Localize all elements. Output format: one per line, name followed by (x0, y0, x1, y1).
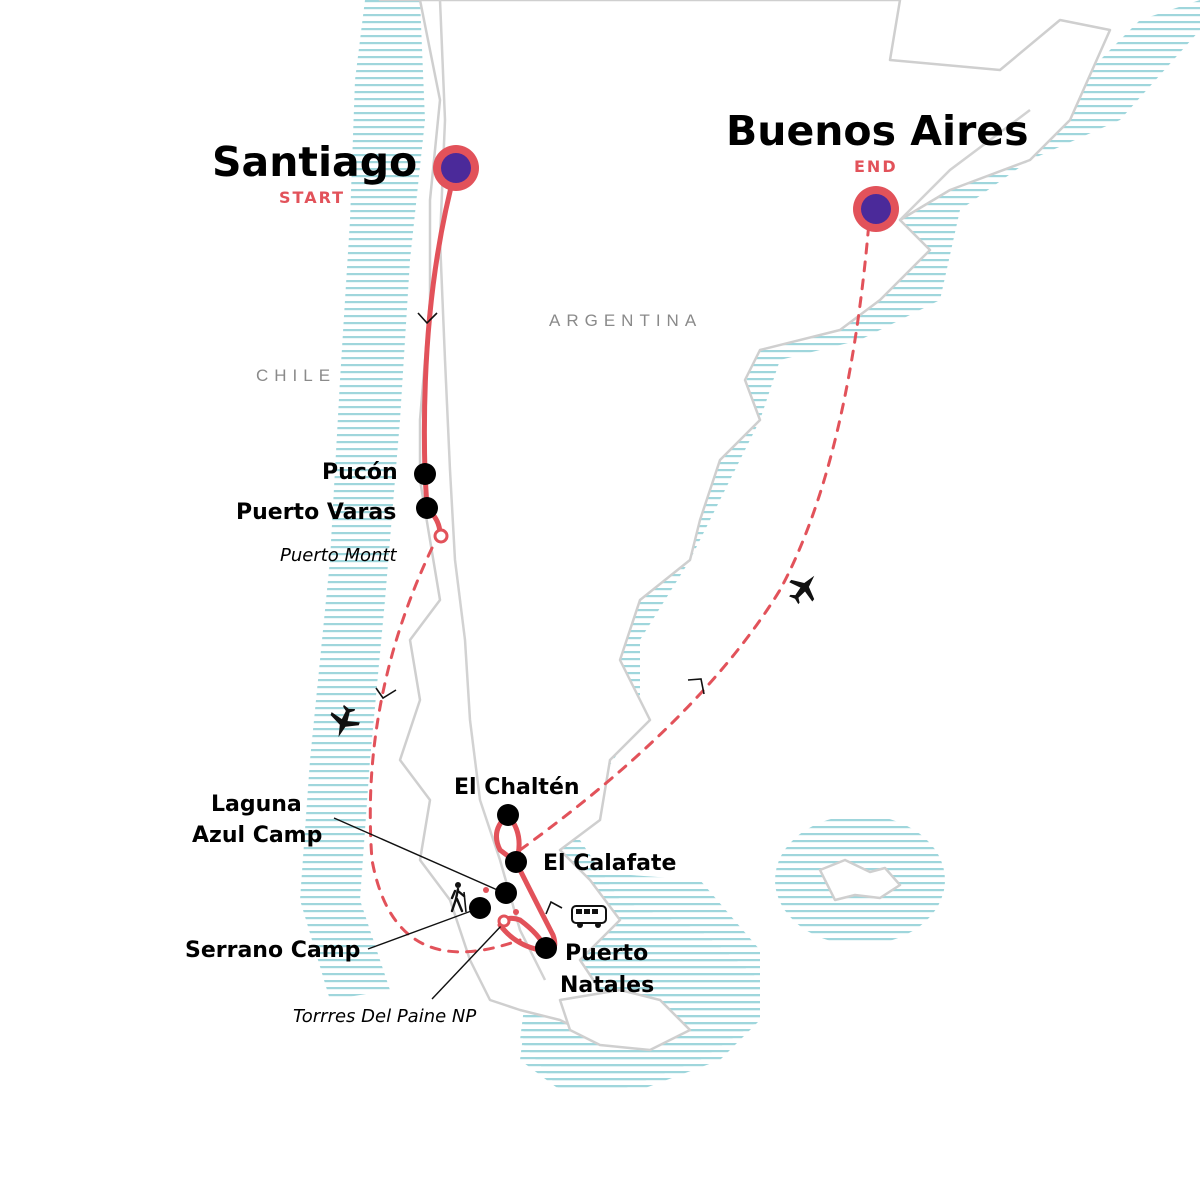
stop-label-laguna-azul-line1: Laguna (211, 792, 302, 817)
airplane-icon (330, 704, 360, 738)
leader-line-torres (431, 924, 503, 1000)
stop-marker-puerto-varas[interactable] (416, 497, 438, 519)
stop-label-puerto-natales-line2: Natales (560, 973, 654, 998)
chevron-down-icon (375, 687, 397, 700)
south-america-land (378, 0, 1112, 1042)
pacific-coast-water (300, 0, 425, 1000)
route-flight-puerto-montt-torres (368, 546, 522, 954)
stop-marker-pucon[interactable] (414, 463, 436, 485)
country-label-argentina: ARGENTINA (549, 311, 702, 330)
stop-label-serrano-camp: Serrano Camp (185, 938, 360, 963)
chevron-down-icon (417, 312, 438, 325)
waypoint-torres-del-paine[interactable] (497, 914, 511, 928)
route-dot (483, 887, 489, 893)
start-city-label: Santiago (212, 138, 417, 186)
country-label-chile: CHILE (256, 366, 336, 385)
end-marker[interactable] (861, 194, 891, 224)
direction-arrows (375, 312, 705, 915)
chevron-up-icon (687, 678, 705, 695)
stop-label-el-calafate: El Calafate (543, 851, 676, 876)
airplane-icon (789, 575, 815, 605)
stop-label-el-chalten: El Chaltén (454, 775, 580, 800)
chile-argentina-border (438, 0, 547, 981)
stop-label-puerto-natales-line1: Puerto (565, 941, 648, 966)
uruguay-border (899, 109, 1031, 221)
place-label-puerto-montt: Puerto Montt (280, 545, 398, 566)
route-dot (513, 909, 519, 915)
place-label-torres-del-paine: Torrres Del Paine NP (293, 1006, 476, 1027)
stop-marker-el-chalten[interactable] (497, 804, 519, 826)
start-marker[interactable] (441, 153, 471, 183)
leader-line-serrano (367, 909, 475, 950)
waypoint-puerto-montt[interactable] (433, 528, 449, 544)
stop-marker-el-calafate[interactable] (505, 851, 527, 873)
stop-label-pucon: Pucón (322, 460, 398, 485)
start-tag: START (279, 188, 345, 207)
stop-label-puerto-varas: Puerto Varas (236, 500, 396, 525)
stop-marker-laguna-azul[interactable] (495, 882, 517, 904)
chevron-up-icon (545, 900, 563, 915)
end-tag: END (854, 157, 898, 176)
leader-line-laguna-azul (333, 817, 503, 893)
tierra-del-fuego (558, 988, 692, 1052)
bus-icon (571, 905, 607, 928)
stop-label-laguna-azul-line2: Azul Camp (192, 823, 322, 848)
route-flight-calafate-buenos-aires (518, 208, 872, 852)
route-santiago-pucon (421, 165, 459, 477)
landmasses (378, 0, 1112, 1052)
stop-marker-serrano[interactable] (469, 897, 491, 919)
stop-marker-puerto-natales[interactable] (535, 937, 557, 959)
falkland-islands (818, 858, 902, 902)
hiker-icon (450, 882, 467, 913)
end-city-label: Buenos Aires (726, 107, 1029, 155)
